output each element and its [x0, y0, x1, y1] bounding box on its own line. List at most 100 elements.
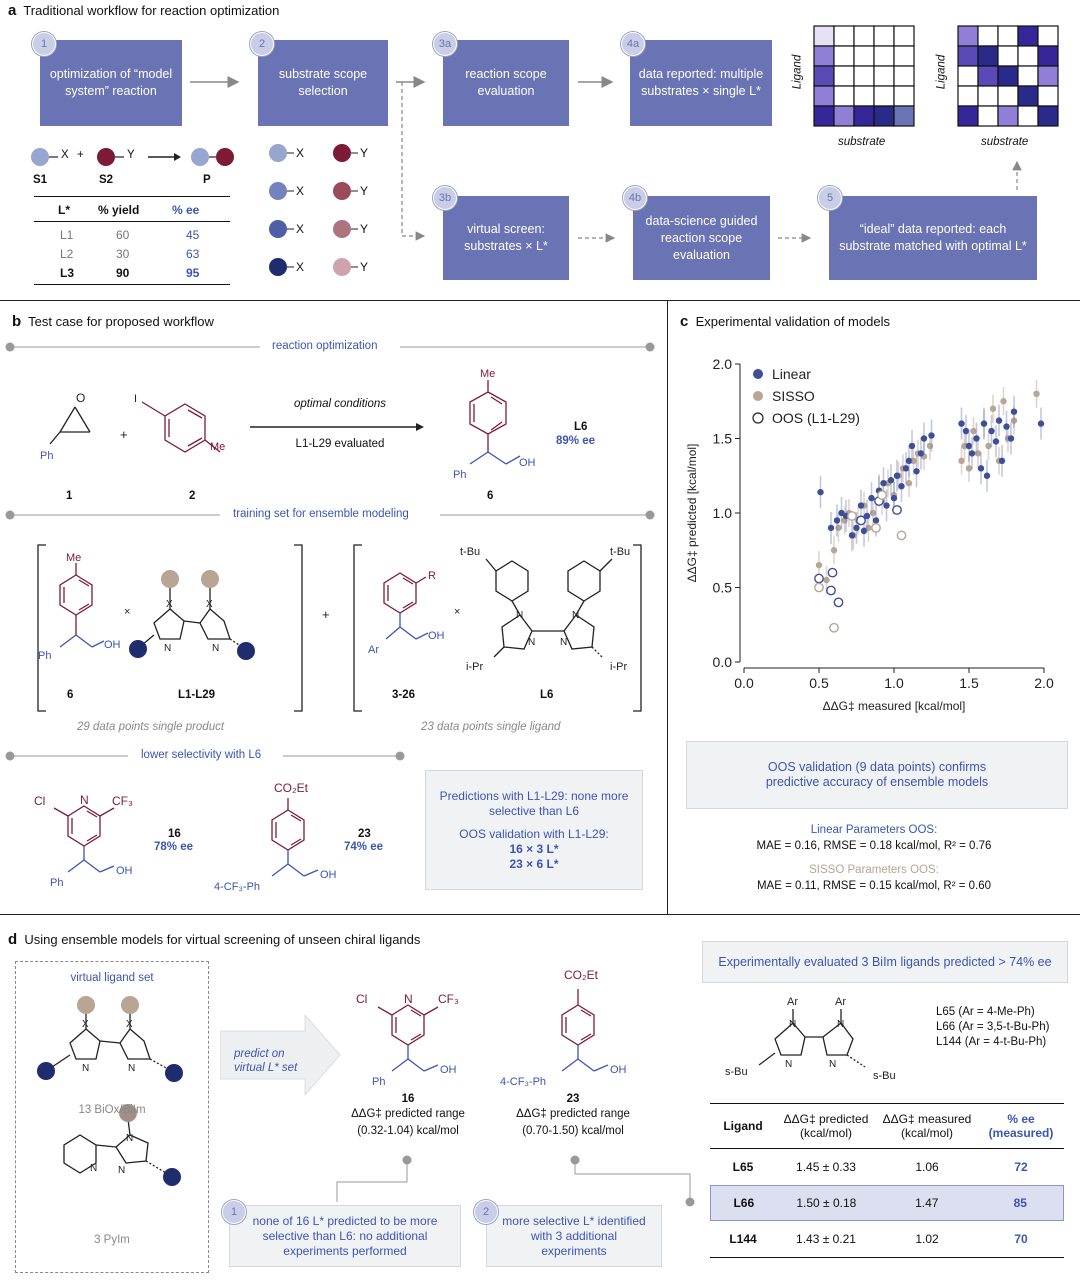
- workflow-box-2: substrate scope selection: [258, 40, 388, 126]
- screen-23-label: 23: [566, 1093, 580, 1105]
- panel-b-heading: b Test case for proposed workflow: [12, 313, 214, 330]
- ligand-def-l66: L66 (Ar = 3,5-t-Bu-Ph): [936, 1021, 1050, 1033]
- panel-d: d Using ensemble models for virtual scre…: [0, 915, 1080, 1280]
- svg-text:Y: Y: [360, 146, 368, 160]
- y-tick-label: 1.5: [713, 431, 733, 447]
- workflow-box-5: “ideal” data reported: each substrate ma…: [829, 196, 1037, 280]
- step-bubble-5: 5: [818, 186, 842, 210]
- train-ligands: L1-L29: [178, 689, 216, 701]
- svg-text:N: N: [128, 1063, 135, 1074]
- svg-text:N: N: [212, 643, 219, 654]
- screen-16-range-label: ΔΔG‡ predicted range: [351, 1108, 465, 1120]
- svg-text:×: ×: [454, 606, 460, 618]
- oos-point: [827, 567, 838, 578]
- p-label: P: [203, 174, 211, 186]
- linear-stats-title: Linear Parameters OOS:: [810, 824, 938, 836]
- compound-16-label: 16: [168, 828, 181, 840]
- heatmap-cell: [1017, 25, 1039, 47]
- svg-text:X: X: [296, 260, 304, 274]
- compound-23-label: 23: [358, 828, 371, 840]
- linear-point: [992, 438, 1000, 445]
- svg-text:OH: OH: [519, 457, 536, 469]
- table-row: L65 1.45 ± 0.33 1.06 72: [732, 1160, 1028, 1174]
- svg-text:N: N: [164, 643, 171, 654]
- oos-point: [833, 597, 844, 608]
- oos-point: [896, 530, 907, 541]
- heatmap-cell: [1017, 105, 1039, 127]
- legend-linear-marker: [753, 369, 763, 379]
- svg-text:+: +: [322, 607, 330, 622]
- x-tick-label: 0.5: [809, 675, 829, 691]
- sisso-stats-title: SISSO Parameters OOS:: [809, 864, 939, 876]
- step-bubble-4a: 4a: [621, 32, 645, 56]
- linear-point: [962, 427, 970, 435]
- legend-oos-marker: [752, 412, 764, 424]
- sisso-point: [926, 442, 934, 450]
- svg-text:CF₃: CF₃: [438, 992, 459, 1006]
- oos-point: [847, 511, 857, 521]
- svg-text:R: R: [428, 570, 436, 582]
- heatmap-cell: [873, 85, 895, 107]
- train-product-6: 6: [67, 689, 74, 701]
- svg-text:4-CF₃-Ph: 4-CF₃-Ph: [500, 1076, 546, 1088]
- svg-text:OH: OH: [320, 869, 337, 881]
- svg-text:Ph: Ph: [40, 450, 53, 462]
- svg-text:X: X: [296, 222, 304, 236]
- linear-point: [817, 488, 824, 496]
- heatmap-cell: [997, 25, 1019, 47]
- legend-linear-label: Linear: [772, 366, 811, 382]
- workflow-box-1: optimization of “model system” reaction: [40, 40, 182, 126]
- svg-text:X: X: [82, 1019, 89, 1030]
- svg-text:N: N: [404, 992, 413, 1006]
- svg-text:Me: Me: [66, 552, 81, 564]
- svg-text:Ar: Ar: [368, 644, 379, 656]
- heatmap-cell: [1037, 25, 1059, 47]
- heatmap-cell: [873, 105, 895, 127]
- pyim-count: 3 PyIm: [94, 1234, 130, 1246]
- workflow-box-4a: data reported: multiple substrates × sin…: [630, 40, 772, 126]
- heatmap-cell: [957, 105, 979, 127]
- linear-point: [920, 435, 928, 442]
- linear-point: [863, 512, 871, 520]
- oos-point: [856, 515, 866, 526]
- conditions-label: optimal conditions: [293, 398, 387, 410]
- sisso-point: [815, 561, 823, 569]
- screen-16-range: (0.32-1.04) kcal/mol: [357, 1125, 459, 1137]
- heatmap-cell: [1017, 45, 1039, 67]
- s2-label: S2: [99, 174, 114, 186]
- step-bubble-4b: 4b: [623, 186, 647, 210]
- linear-point: [872, 517, 880, 524]
- heatmap-cell: [893, 105, 915, 127]
- svg-text:s-Bu: s-Bu: [725, 1066, 748, 1078]
- compound-23-ee: 74% ee: [344, 841, 384, 853]
- linear-point: [833, 517, 841, 524]
- linear-point: [890, 494, 898, 502]
- svg-text:N: N: [572, 610, 579, 621]
- section-title-training: training set for ensemble modeling: [233, 508, 409, 520]
- compound-1: 1: [66, 490, 73, 502]
- svg-text:Ph: Ph: [372, 1076, 385, 1088]
- heatmap-cell: [997, 85, 1019, 107]
- sisso-point: [989, 405, 997, 412]
- x-label: X: [61, 149, 69, 161]
- plus-sign: +: [77, 149, 84, 161]
- svg-text:N: N: [516, 610, 523, 621]
- svg-text:X: X: [166, 599, 173, 610]
- heatmap-single-ligand: [813, 25, 915, 127]
- heatmap-cell: [997, 105, 1019, 127]
- heatmap-cell: [853, 45, 875, 67]
- heatmap-cell: [813, 65, 835, 87]
- sisso-point: [965, 465, 973, 472]
- sisso-point: [865, 524, 872, 532]
- panel-a: a Traditional workflow for reaction opti…: [0, 0, 1080, 300]
- linear-point: [838, 509, 845, 517]
- svg-text:s-Bu: s-Bu: [873, 1070, 896, 1082]
- divider-ab: [0, 300, 1080, 301]
- sisso-point: [974, 450, 982, 457]
- linear-point: [1010, 408, 1018, 415]
- x-tick-label: 2.0: [1034, 675, 1054, 691]
- svg-text:Y: Y: [360, 184, 368, 198]
